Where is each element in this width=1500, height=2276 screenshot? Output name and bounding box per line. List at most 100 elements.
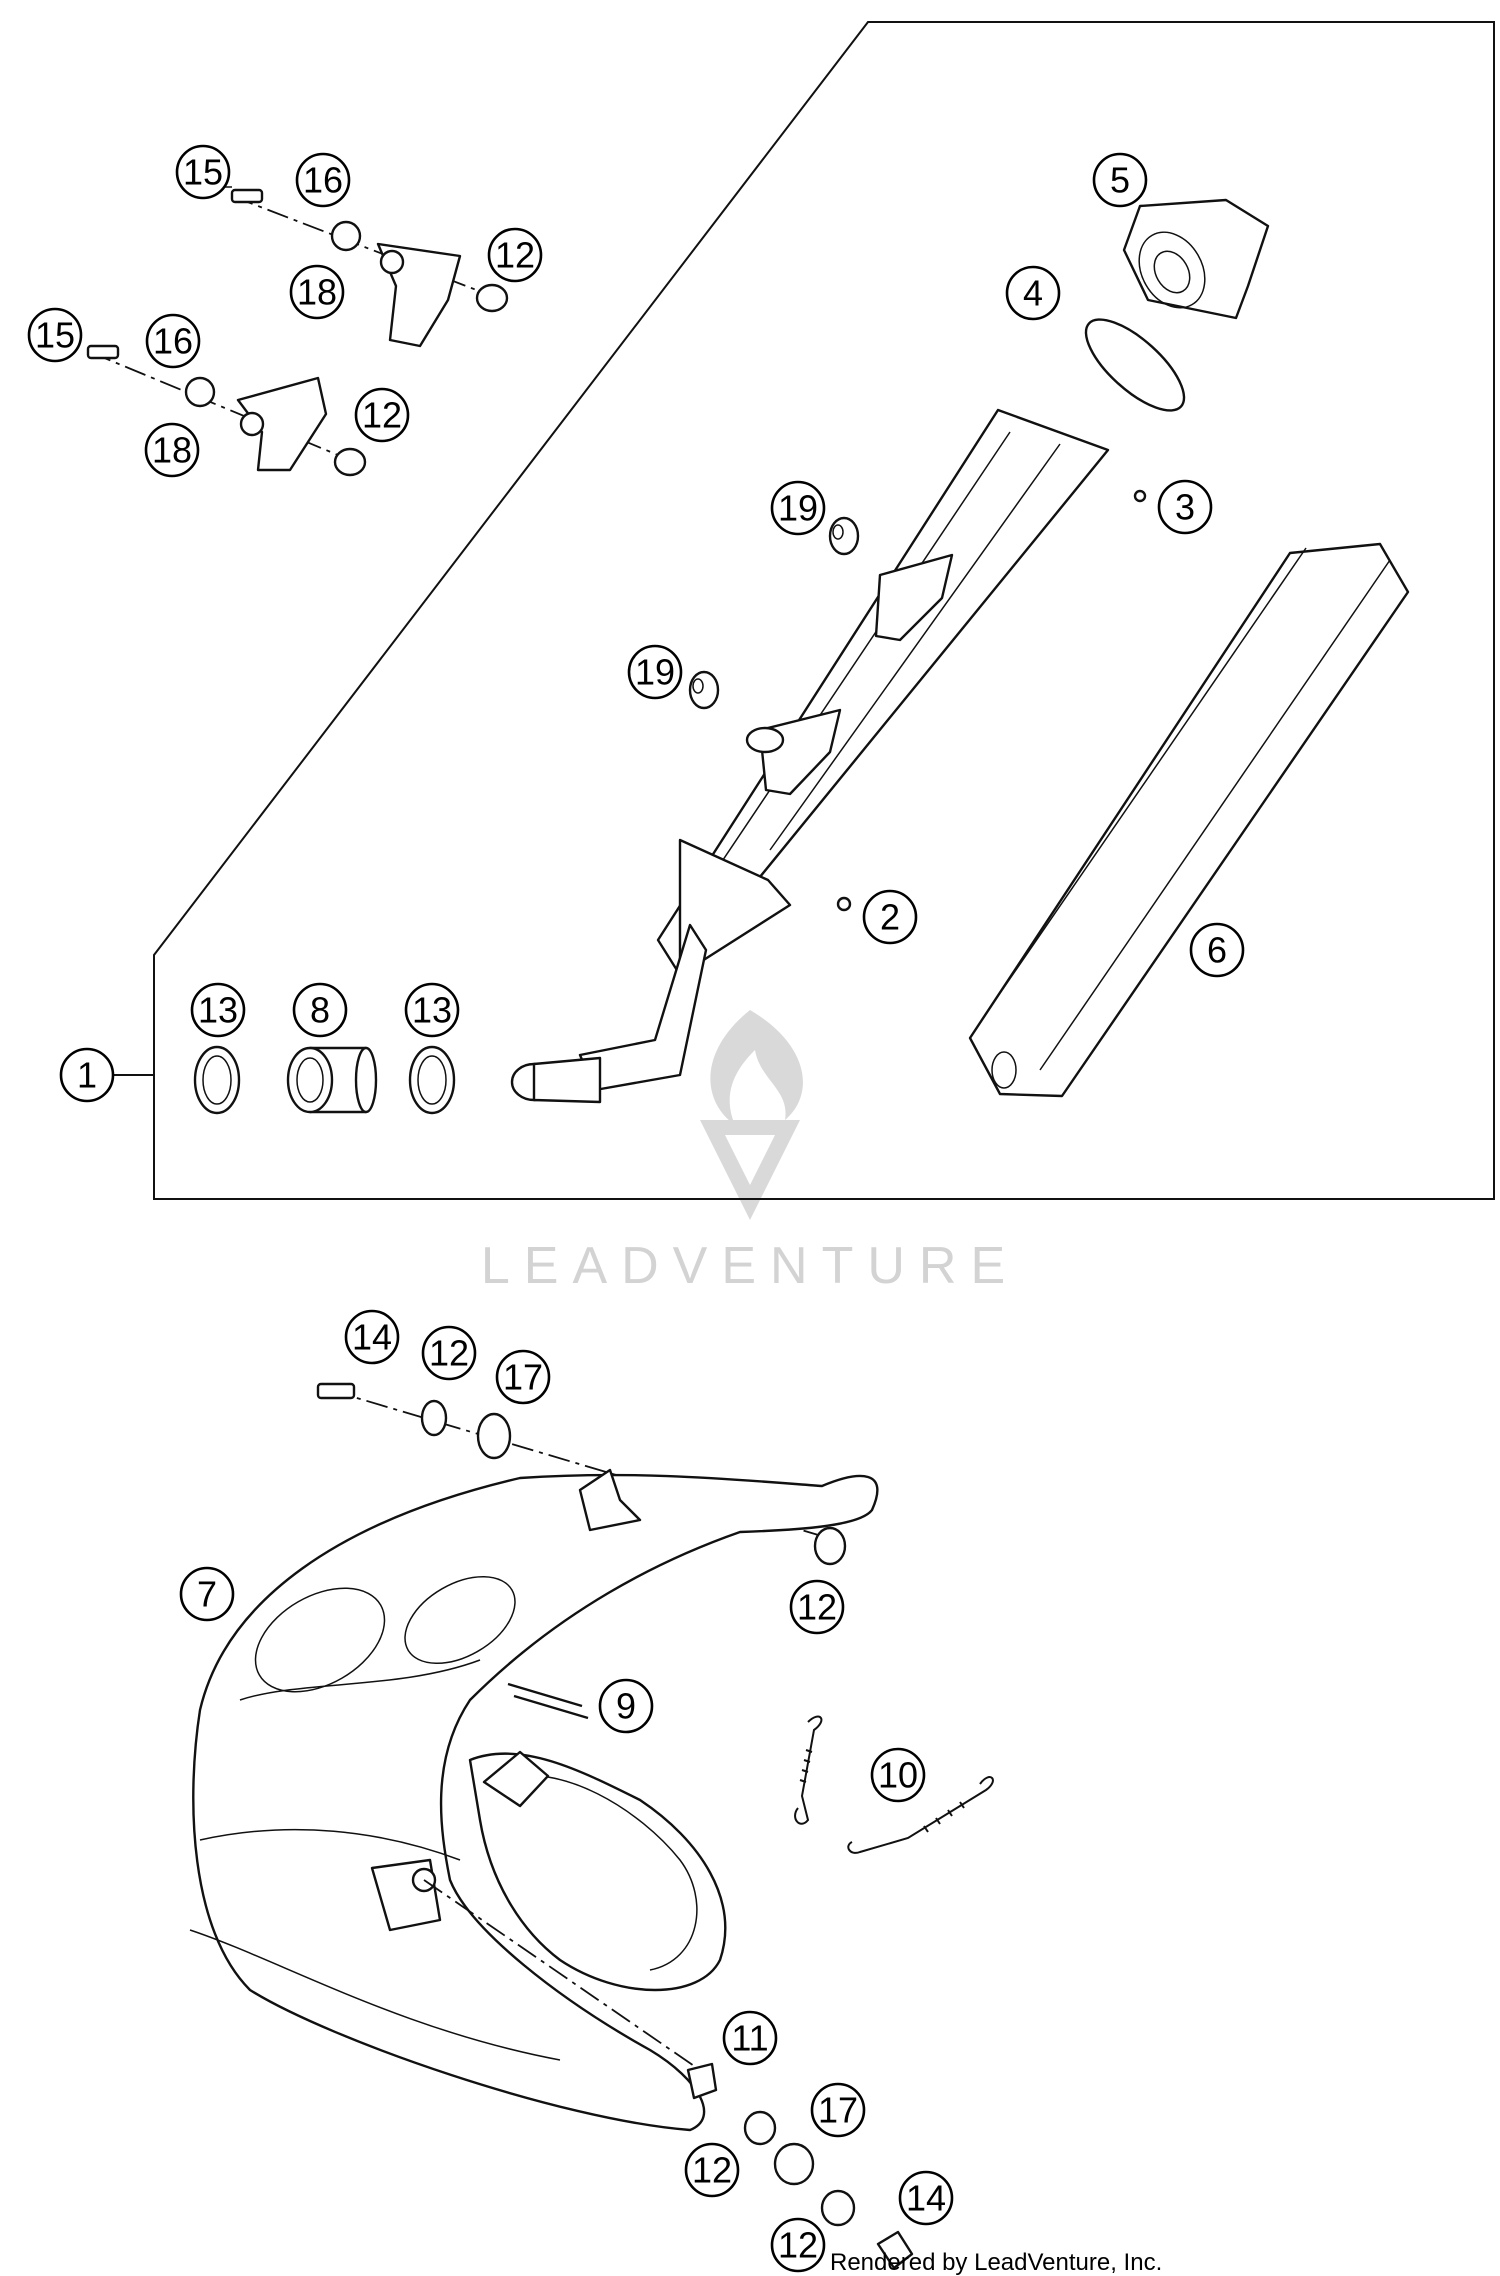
nut xyxy=(686,2062,718,2100)
pipe-connector xyxy=(286,1046,378,1114)
svg-text:13: 13 xyxy=(412,990,452,1031)
bracket-hole xyxy=(379,249,405,275)
callout-12[interactable]: 12 xyxy=(684,2142,740,2198)
svg-text:16: 16 xyxy=(303,160,343,201)
bolt xyxy=(876,2230,914,2270)
svg-text:12: 12 xyxy=(778,2225,818,2266)
svg-text:5: 5 xyxy=(1110,160,1130,201)
grommet xyxy=(688,670,720,710)
svg-text:12: 12 xyxy=(797,1587,837,1628)
washer xyxy=(420,1399,448,1437)
svg-text:15: 15 xyxy=(35,315,75,356)
callout-18[interactable]: 18 xyxy=(144,422,200,478)
callout-8[interactable]: 8 xyxy=(292,982,348,1038)
callout-16[interactable]: 16 xyxy=(295,152,351,208)
gasket-ring xyxy=(408,1045,456,1115)
callout-17[interactable]: 17 xyxy=(810,2082,866,2138)
svg-text:18: 18 xyxy=(297,272,337,313)
svg-text:8: 8 xyxy=(310,990,330,1031)
callout-10[interactable]: 10 xyxy=(870,1747,926,1803)
callout-14[interactable]: 14 xyxy=(898,2170,954,2226)
expansion-chamber xyxy=(189,1468,879,2132)
callout-1[interactable]: 1 xyxy=(59,1047,115,1103)
callout-12[interactable]: 12 xyxy=(789,1579,845,1635)
svg-text:11: 11 xyxy=(731,2018,768,2059)
o-ring xyxy=(1084,318,1186,412)
lower-mount-hardware xyxy=(686,2062,914,2270)
svg-text:17: 17 xyxy=(818,2090,858,2131)
callout-12[interactable]: 12 xyxy=(354,387,410,443)
tension-springs xyxy=(794,1715,994,1854)
grommet xyxy=(828,516,860,556)
callout-19[interactable]: 19 xyxy=(770,480,826,536)
gasket-ring-inner xyxy=(417,1055,447,1105)
washer xyxy=(813,1526,847,1566)
callout-2[interactable]: 2 xyxy=(862,889,918,945)
svg-text:19: 19 xyxy=(635,652,675,693)
callout-12[interactable]: 12 xyxy=(421,1325,477,1381)
watermark-flame-icon xyxy=(710,1010,803,1125)
bracket xyxy=(236,376,328,472)
assembly-boundary xyxy=(153,21,1495,1200)
callout-12[interactable]: 12 xyxy=(487,227,543,283)
washer xyxy=(330,220,362,252)
callout-6[interactable]: 6 xyxy=(1189,922,1245,978)
callout-13[interactable]: 13 xyxy=(190,982,246,1038)
washer xyxy=(820,2189,856,2227)
screw xyxy=(1133,489,1147,503)
callout-18[interactable]: 18 xyxy=(289,264,345,320)
spring-clips xyxy=(507,1682,589,1720)
callout-3[interactable]: 3 xyxy=(1157,479,1213,535)
svg-text:12: 12 xyxy=(429,1333,469,1374)
lower-bracket-assembly xyxy=(86,344,367,477)
callout-19[interactable]: 19 xyxy=(627,644,683,700)
grommet xyxy=(475,283,509,313)
bolt xyxy=(86,344,120,360)
outer-sleeve xyxy=(968,542,1410,1098)
svg-text:6: 6 xyxy=(1207,930,1227,971)
svg-text:3: 3 xyxy=(1175,487,1195,528)
callout-12[interactable]: 12 xyxy=(770,2217,826,2273)
callout-5[interactable]: 5 xyxy=(1092,152,1148,208)
bracket-hole xyxy=(239,411,265,437)
svg-text:13: 13 xyxy=(198,990,238,1031)
callout-15[interactable]: 15 xyxy=(175,144,231,200)
callout-17[interactable]: 17 xyxy=(495,1349,551,1405)
upper-mount-hardware xyxy=(316,1382,847,1566)
callout-9[interactable]: 9 xyxy=(598,1678,654,1734)
svg-text:12: 12 xyxy=(692,2150,732,2191)
watermark-v-icon xyxy=(700,1120,800,1220)
svg-text:15: 15 xyxy=(183,152,223,193)
svg-text:19: 19 xyxy=(778,488,818,529)
svg-text:14: 14 xyxy=(352,1317,392,1358)
gasket-ring xyxy=(193,1045,241,1115)
svg-text:7: 7 xyxy=(197,1574,217,1615)
callout-7[interactable]: 7 xyxy=(179,1566,235,1622)
bolt xyxy=(316,1382,356,1400)
svg-text:16: 16 xyxy=(153,321,193,362)
svg-text:17: 17 xyxy=(503,1357,543,1398)
rendered-by-credit: Rendered by LeadVenture, Inc. xyxy=(830,2249,1162,2276)
svg-text:1: 1 xyxy=(77,1055,97,1096)
watermark-brand-text: LEADVENTURE xyxy=(481,1237,1019,1295)
leadventure-watermark: LEADVENTURE xyxy=(481,1010,1019,1295)
svg-text:18: 18 xyxy=(152,430,192,471)
bolt xyxy=(230,188,264,204)
grommet xyxy=(476,1412,512,1460)
gasket-ring-inner xyxy=(202,1055,232,1105)
svg-text:14: 14 xyxy=(906,2178,946,2219)
callout-16[interactable]: 16 xyxy=(145,313,201,369)
callout-14[interactable]: 14 xyxy=(344,1309,400,1365)
callout-11[interactable]: 11 xyxy=(722,2010,778,2066)
svg-text:4: 4 xyxy=(1023,273,1043,314)
washer xyxy=(184,376,216,408)
upper-bracket-assembly xyxy=(230,188,509,348)
svg-text:10: 10 xyxy=(878,1755,918,1796)
callout-4[interactable]: 4 xyxy=(1005,265,1061,321)
screw xyxy=(836,896,852,912)
end-cap xyxy=(1122,198,1270,320)
callout-15[interactable]: 15 xyxy=(27,307,83,363)
grommet xyxy=(773,2142,815,2186)
callout-13[interactable]: 13 xyxy=(404,982,460,1038)
